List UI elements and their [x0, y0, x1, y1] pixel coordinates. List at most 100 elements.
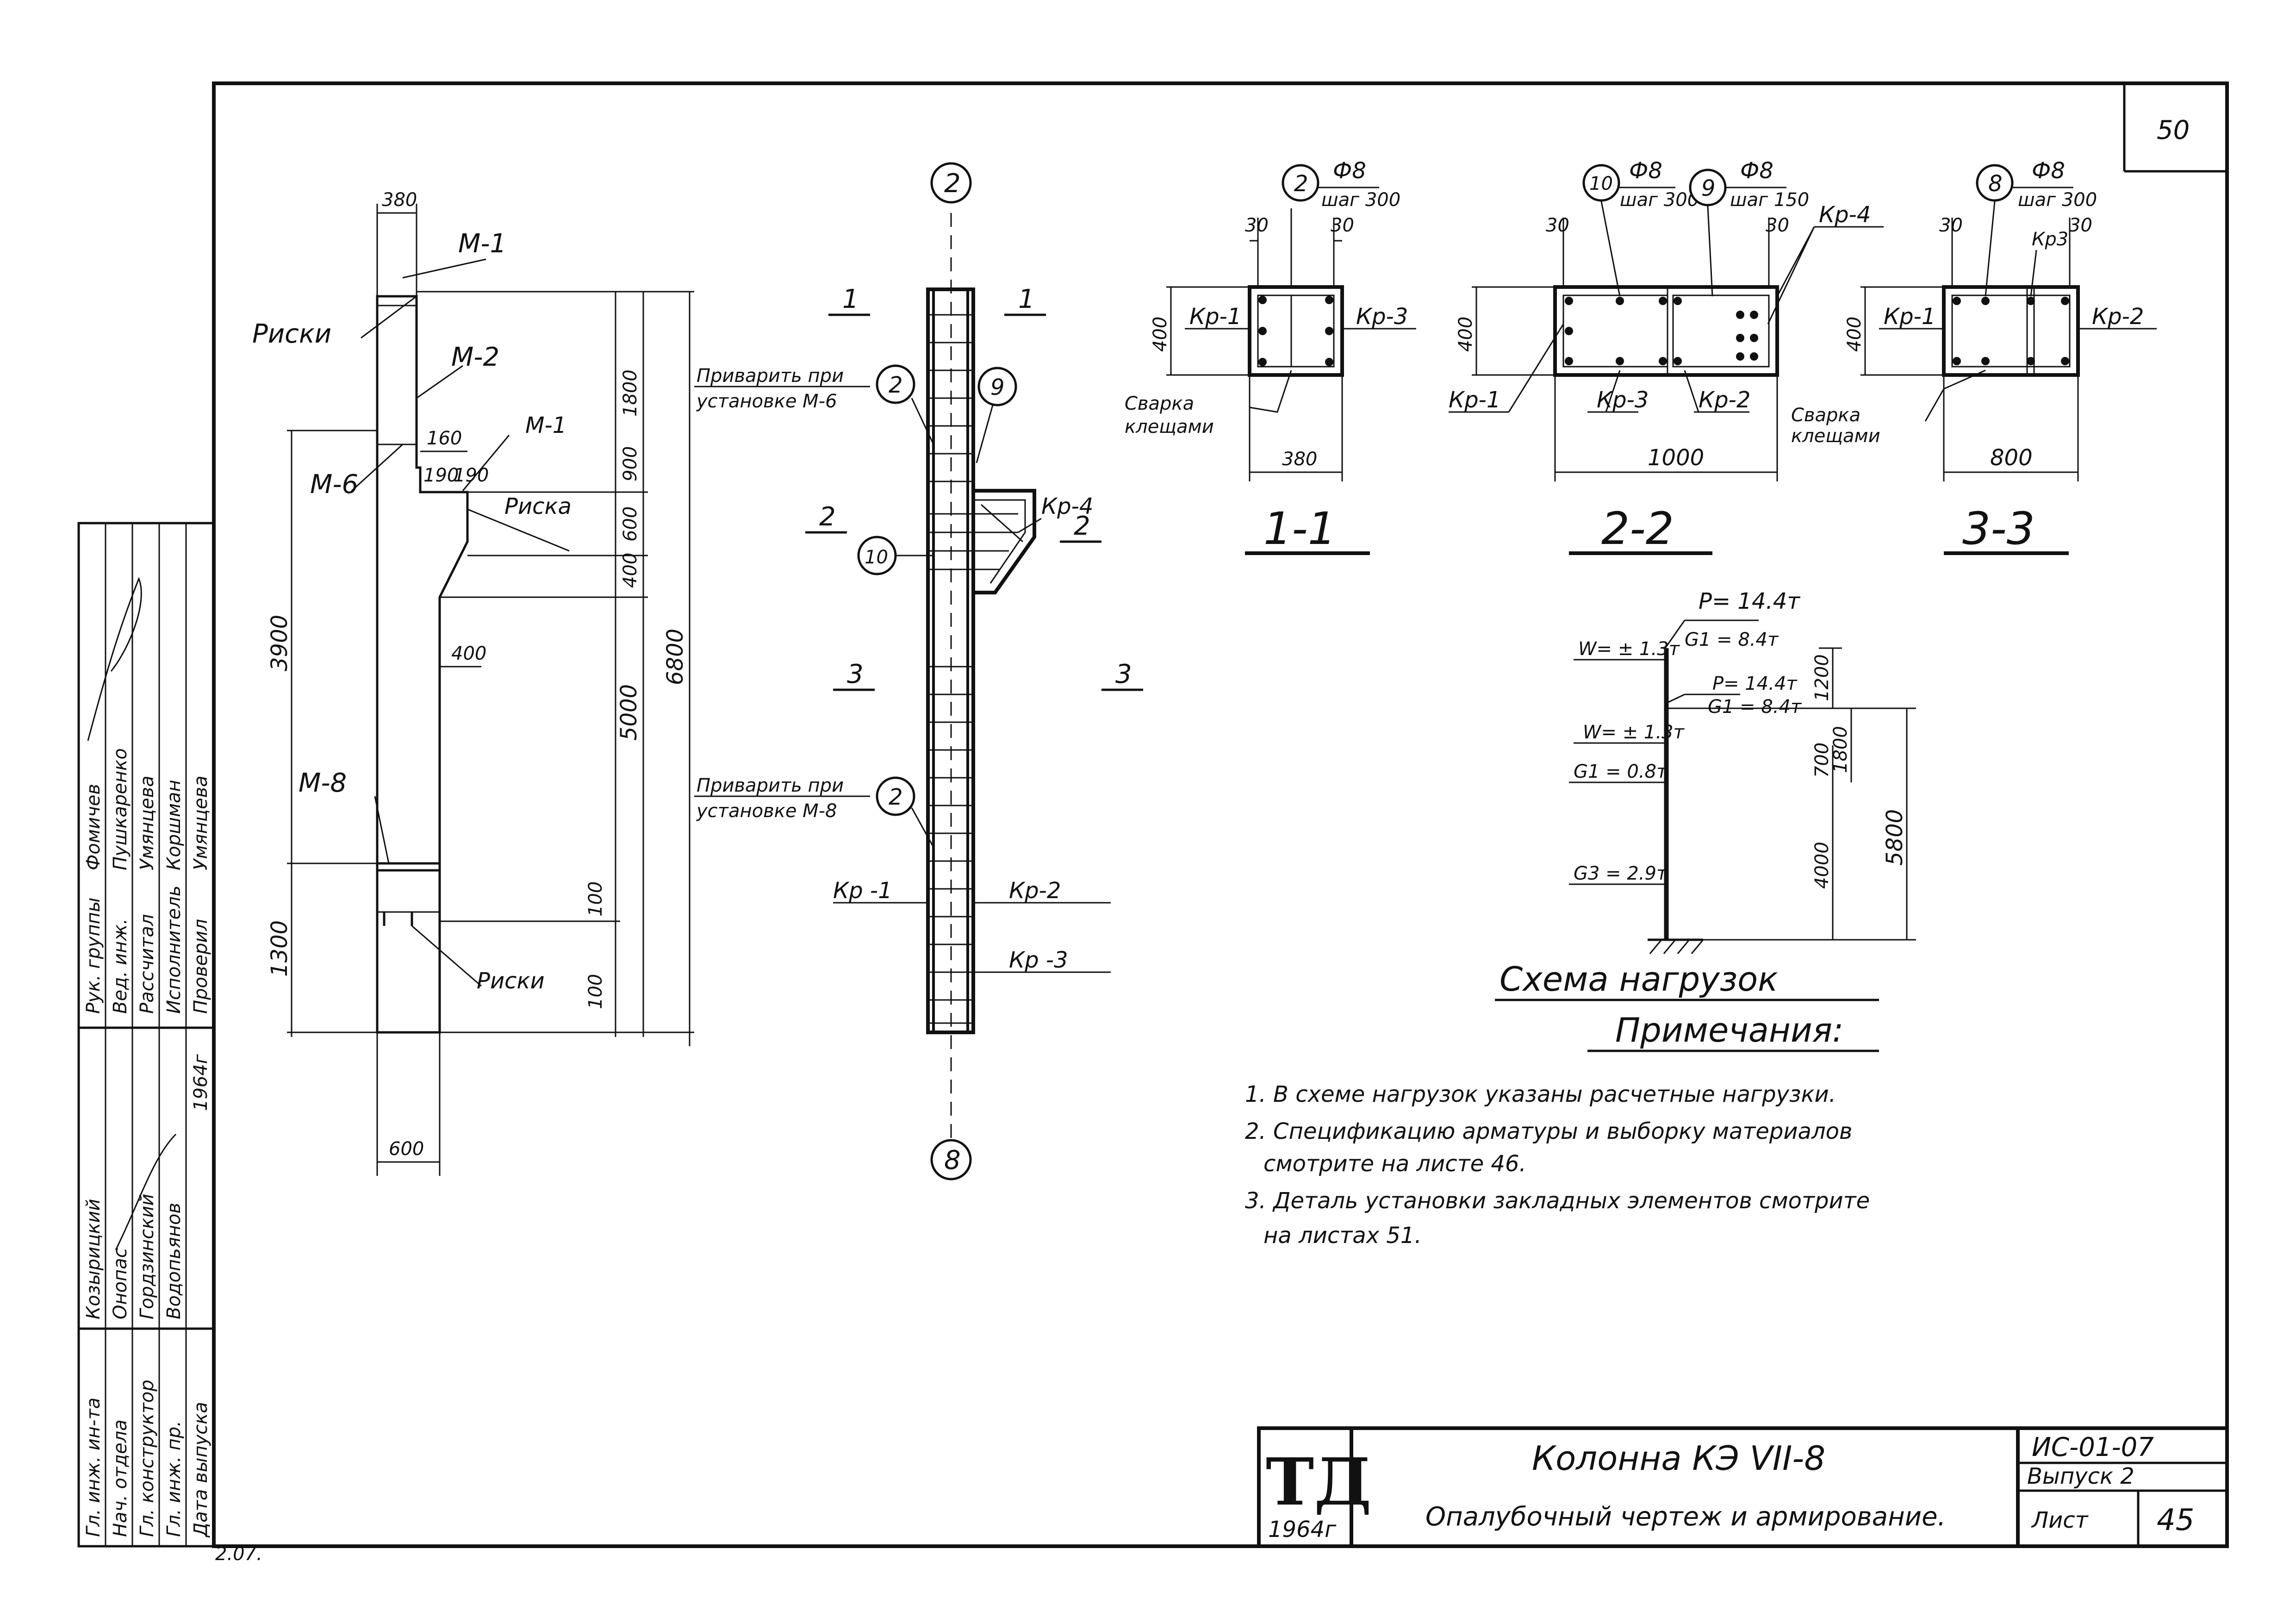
weld-note-top-2: установке М-6 [696, 391, 837, 412]
label-kr4: Кр-4 [1041, 493, 1093, 519]
weld-note-top-1: Приварить при [697, 365, 844, 387]
s11-pos: 2 [1294, 171, 1308, 197]
s33-kr-right: Кр-2 [2092, 304, 2144, 330]
note-1: 1. В схеме нагрузок указаны расчетные на… [1245, 1081, 1836, 1107]
label-m8: М-8 [299, 768, 347, 798]
section-1-1: 30 30 2 Ф8 шаг 300 400 380 Кр-1 Кр-3 Сва… [1125, 158, 1416, 555]
section-2-2: 30 30 10 Ф8 шаг 300 9 Ф8 шаг 150 400 100… [1449, 158, 1884, 555]
stamp-name-3: Гордзинский [137, 1194, 158, 1319]
load-scheme: P= 14.4т G1 = 8.4т W= ± 1.3т P= 14.4т G1… [1495, 588, 1916, 1001]
dim-190a: 190 [423, 465, 459, 486]
s11-kr-right: Кр-3 [1356, 304, 1408, 330]
section-3-left: 3 [847, 659, 864, 689]
label-riski-bottom: Риски [477, 968, 545, 994]
s11-c30b: 30 [1331, 215, 1354, 236]
label-m6: М-6 [310, 469, 358, 500]
signature-2 [115, 1133, 177, 1250]
dim-100b: 100 [585, 974, 606, 1009]
s22-step-a: шаг 300 [1620, 189, 1699, 211]
stamp-name2-1: Фомичев [83, 784, 104, 870]
title-year: 1964г [1268, 1517, 1337, 1543]
load-p-top: P= 14.4т [1699, 588, 1801, 614]
stamp-role-4: Гл. инж. пр. [163, 1421, 185, 1537]
label-kr3: Кр -3 [1009, 947, 1068, 973]
stamp-name-2: Онопас [110, 1248, 131, 1319]
pos-2-bottom: 2 [889, 784, 903, 810]
s22-dia-a: Ф8 [1629, 158, 1662, 184]
stamp-role-2: Нач. отдела [110, 1419, 131, 1537]
load-d1800: 1800 [1830, 726, 1851, 773]
side-stamp: Гл. инж. ин-та Нач. отдела Гл. конструкт… [77, 522, 215, 1548]
stamp-date: 1964г [190, 1054, 212, 1111]
s33-weld2: клещами [1791, 425, 1880, 447]
axis-top: 2 [944, 169, 961, 199]
s33-c30b: 30 [2069, 215, 2092, 236]
title-issue: Выпуск 2 [2027, 1463, 2134, 1489]
stamp-name2-4: Коршман [163, 780, 185, 870]
dim-100a: 100 [585, 881, 606, 917]
title-sheet-label: Лист [2031, 1507, 2089, 1533]
axis-top-bubble [930, 162, 972, 204]
dim-5000: 5000 [616, 684, 642, 741]
s33-dia: Ф8 [2032, 158, 2065, 184]
s11-w380: 380 [1282, 449, 1317, 470]
s33-weld1: Сварка [1791, 405, 1860, 426]
section-2-left: 2 [819, 502, 836, 532]
s33-step: шаг 300 [2018, 189, 2097, 211]
corner-number: 50 [2157, 115, 2190, 145]
load-p-mid: P= 14.4т [1712, 673, 1798, 694]
load-d4000: 4000 [1811, 842, 1833, 889]
s11-weld1: Сварка [1125, 393, 1194, 414]
signature-1 [87, 576, 142, 741]
stamp-role2-1: Рук. группы [83, 898, 104, 1014]
s33-h400: 400 [1844, 317, 1865, 352]
pos-10: 10 [865, 547, 888, 568]
s33-c30a: 30 [1939, 215, 1963, 236]
s33-pos: 8 [1988, 171, 2003, 197]
s22-c30a: 30 [1546, 215, 1569, 236]
s33-title: 3-3 [1962, 503, 2035, 555]
s11-h400: 400 [1150, 317, 1171, 352]
stirrups [928, 314, 973, 1024]
title-name: Колонна КЭ VII-8 [1532, 1439, 1825, 1478]
title-logo: ТД [1266, 1444, 1372, 1520]
s11-dia: Ф8 [1333, 158, 1366, 184]
load-g3: G3 = 2.9т [1574, 863, 1668, 884]
notes: Примечания: 1. В схеме нагрузок указаны … [1245, 1011, 1879, 1249]
s11-step: шаг 300 [1321, 189, 1400, 211]
label-riski-top: Риски [252, 319, 331, 349]
dim-bottom-width: 600 [389, 1138, 424, 1160]
s22-c30b: 30 [1766, 215, 1789, 236]
console-cage [973, 489, 1036, 594]
dim-6800: 6800 [662, 629, 688, 685]
s22-title: 2-2 [1601, 503, 1674, 555]
dim-1800: 1800 [620, 369, 641, 417]
stamp-name2-2: Пушкаренко [110, 748, 131, 870]
s22-w1000: 1000 [1648, 445, 1704, 471]
s22-pos-a: 10 [1589, 173, 1613, 194]
note-3: 3. Деталь установки закладных элементов … [1245, 1188, 1870, 1214]
dim-top-width: 380 [382, 189, 417, 211]
note-2b: смотрите на листе 46. [1263, 1151, 1526, 1177]
dim-900: 900 [620, 446, 641, 481]
stamp-name2-5: Умянцева [190, 775, 212, 870]
stamp-role2-4: Исполнитель [163, 886, 185, 1014]
s33-kr-left: Кр-1 [1884, 304, 1935, 330]
label-m2: М-2 [451, 342, 499, 372]
stamp-role-3: Гл. конструктор [137, 1380, 158, 1537]
note-2: 2. Спецификацию арматуры и выборку матер… [1245, 1118, 1852, 1144]
load-w-top: W= ± 1.3т [1578, 638, 1680, 660]
dim-shoulder-400: 400 [451, 643, 486, 664]
section-2-right: 2 [1074, 511, 1090, 541]
label-m1-top: М-1 [458, 229, 506, 259]
s11-kr-left: Кр-1 [1189, 304, 1241, 330]
title-subtitle: Опалубочный чертеж и армирование. [1425, 1502, 1946, 1532]
s11-weld2: клещами [1125, 416, 1214, 437]
s22-kr2: Кр-2 [1699, 387, 1750, 413]
stamp-bottom-left: 2.07. [215, 1543, 262, 1565]
dim-1300: 1300 [267, 920, 292, 977]
s11-c30a: 30 [1245, 215, 1269, 236]
title-code: ИС-01-07 [2032, 1432, 2154, 1462]
load-g1-top: G1 = 8.4т [1685, 629, 1779, 650]
